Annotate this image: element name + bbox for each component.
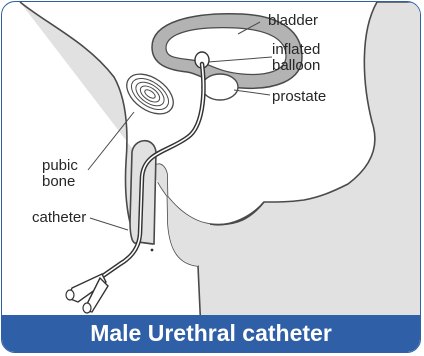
prostate-leader — [234, 90, 270, 95]
label-prostate: prostate — [272, 89, 326, 104]
prostate-shape — [202, 74, 238, 100]
label-balloon: balloon — [272, 58, 320, 73]
label-pubic: pubic — [42, 158, 78, 173]
label-bladder: bladder — [268, 13, 318, 28]
diagram-frame: bladder inflated balloon prostate pubic … — [1, 1, 421, 353]
label-bone: bone — [42, 174, 75, 189]
diagram-caption: Male Urethral catheter — [2, 315, 420, 352]
catheter-leader — [90, 218, 128, 230]
label-inflated: inflated — [272, 42, 320, 57]
pubic-bone-shape — [120, 66, 181, 122]
catheter-connector — [66, 274, 108, 313]
label-catheter: catheter — [32, 210, 86, 225]
